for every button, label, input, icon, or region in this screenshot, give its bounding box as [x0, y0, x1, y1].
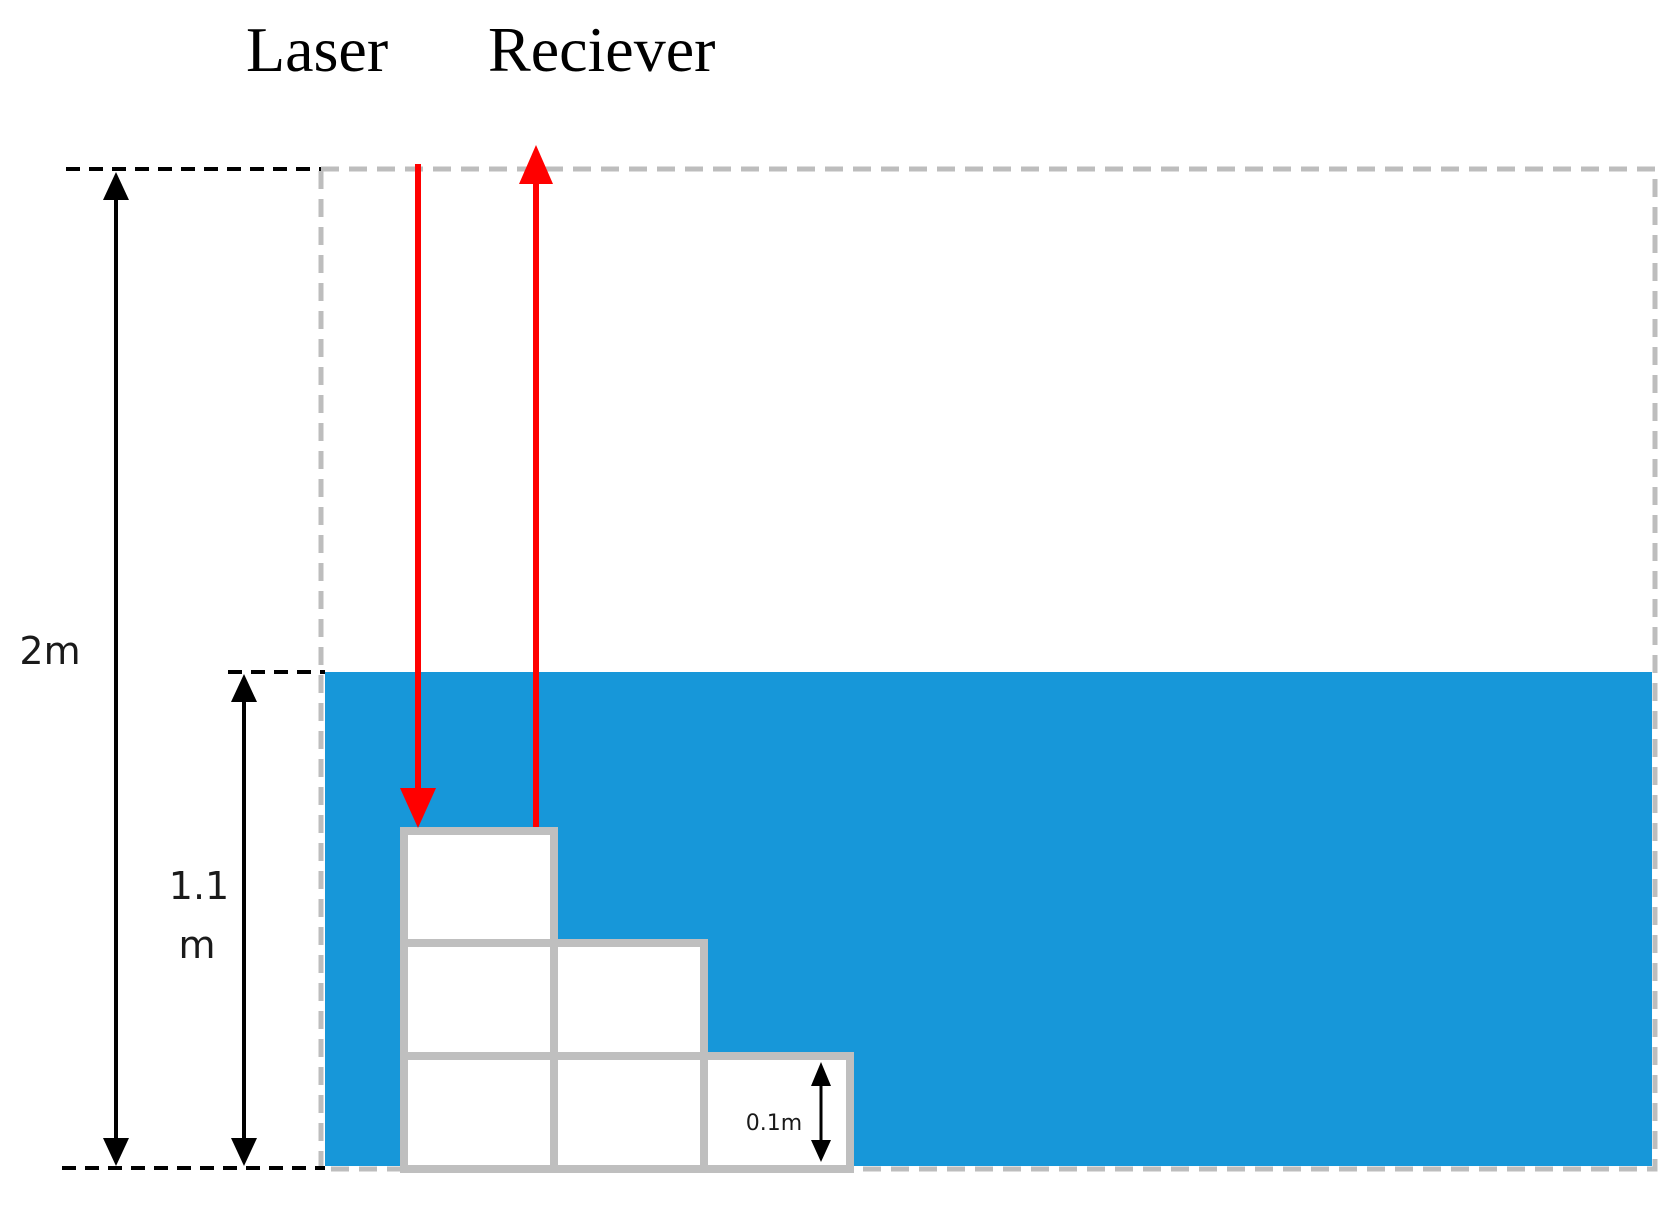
water-depth-label-line2: m [178, 923, 215, 967]
total-height-arrow-bottom [103, 1138, 129, 1166]
total-height-dimension [103, 172, 129, 1166]
step-block-bottom-left [400, 1052, 558, 1173]
receiver-beam [519, 145, 553, 827]
step-block-bottom-middle [550, 1052, 708, 1173]
step-height-arrow-bottom [811, 1140, 831, 1162]
step-height-label: 0.1m [746, 1111, 802, 1136]
step-height-dimension [811, 1062, 831, 1162]
water-depth-arrow-bottom [231, 1138, 257, 1166]
step-block-middle-right [550, 939, 708, 1060]
laser-arrowhead [400, 788, 436, 828]
total-height-arrow-top [103, 172, 129, 200]
water-depth-dimension [231, 674, 257, 1166]
reference-lines [62, 167, 325, 1170]
laser-beam [400, 164, 436, 828]
receiver-arrowhead [519, 145, 553, 184]
water-depth-label-line1: 1.1 [169, 864, 229, 908]
step-block-middle-left [400, 939, 558, 1060]
step-height-arrow-top [811, 1062, 831, 1086]
water-depth-arrow-top [231, 674, 257, 702]
step-block-top [400, 827, 558, 947]
step-blocks [400, 827, 854, 1173]
laser-label: Laser [246, 14, 388, 85]
total-height-label: 2m [19, 629, 80, 673]
receiver-label: Reciever [488, 14, 715, 85]
tank-outline [318, 166, 1658, 1172]
